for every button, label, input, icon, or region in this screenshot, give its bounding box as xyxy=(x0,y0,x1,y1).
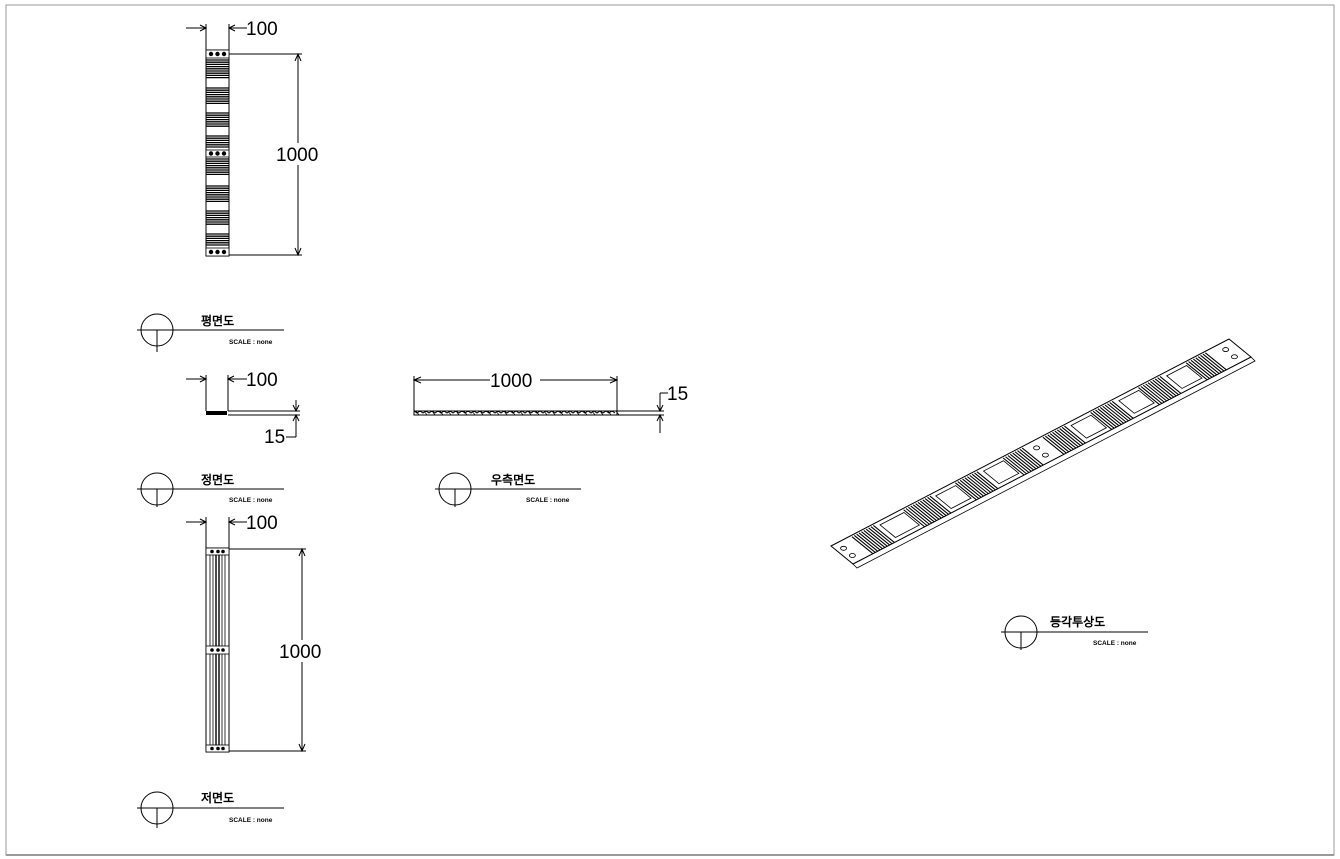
plan-view: 100 1000 평면도 SCALE : none xyxy=(137,19,321,352)
front-scale: SCALE : none xyxy=(229,497,273,504)
front-title: 정면도 xyxy=(201,472,234,487)
front-thickness-dim: 15 xyxy=(264,427,285,448)
right-length-dim: 1000 xyxy=(490,371,532,392)
right-view-body xyxy=(413,410,620,416)
isometric-view-body xyxy=(830,338,1256,569)
plan-length-dim: 1000 xyxy=(276,145,318,166)
isometric-view: 등각투상도 SCALE : none xyxy=(830,338,1256,650)
sheet-border xyxy=(5,4,1335,856)
bottom-length-dim: 1000 xyxy=(279,642,321,663)
bottom-view: 100 1000 저면도 SCALE : none xyxy=(137,513,324,828)
plan-title: 평면도 xyxy=(201,313,234,328)
right-view: 1000 15 우측면도 SCALE : none xyxy=(412,371,688,507)
iso-title: 등각투상도 xyxy=(1050,614,1105,629)
bottom-scale: SCALE : none xyxy=(229,817,273,824)
plan-width-dim: 100 xyxy=(246,19,278,40)
front-view: 100 15 정면도 SCALE : none xyxy=(137,370,300,507)
front-width-dim: 100 xyxy=(246,370,278,391)
plan-view-body xyxy=(205,49,230,257)
iso-scale: SCALE : none xyxy=(1093,640,1137,647)
bottom-view-body xyxy=(205,547,230,753)
right-scale: SCALE : none xyxy=(526,497,570,504)
right-thickness-dim: 15 xyxy=(667,384,688,405)
right-title: 우측면도 xyxy=(491,472,535,487)
bottom-title: 저면도 xyxy=(201,790,234,805)
bottom-width-dim: 100 xyxy=(246,513,278,534)
front-view-body xyxy=(206,411,227,415)
plan-scale: SCALE : none xyxy=(229,339,273,346)
